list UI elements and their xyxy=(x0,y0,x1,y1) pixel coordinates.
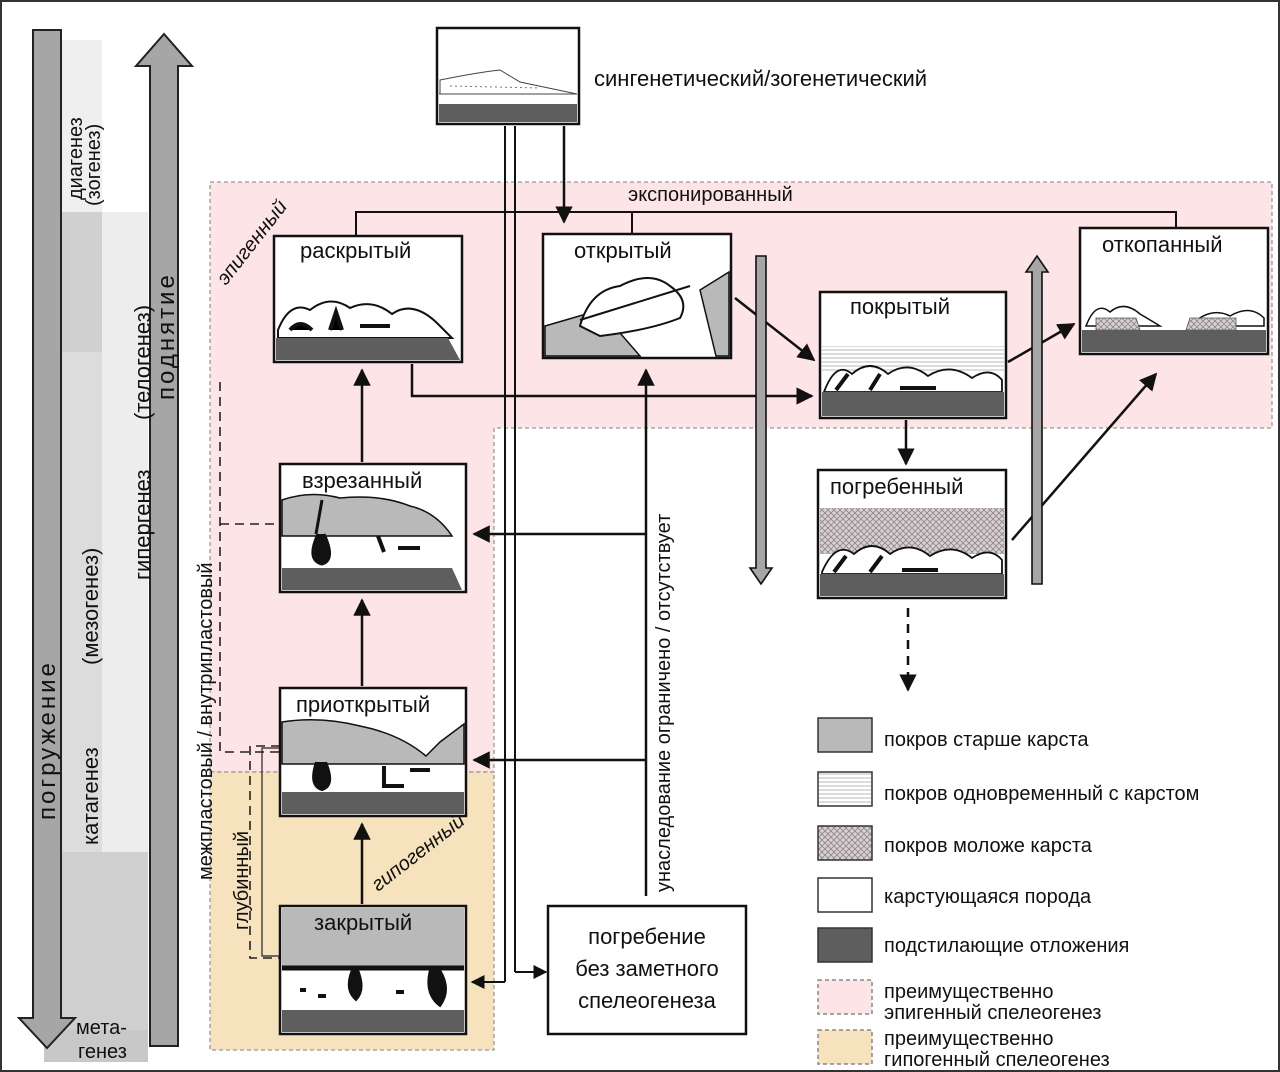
legend-swatch-hypogenic xyxy=(817,1029,873,1065)
metagenesis-label-a: мета- xyxy=(76,1017,127,1039)
box-exhumed: откопанный xyxy=(1078,226,1270,356)
legend-swatch-contemporary xyxy=(817,771,873,807)
incised-title: взрезанный xyxy=(302,468,422,493)
grey-arrows xyxy=(748,254,1050,586)
box-incised: взрезанный xyxy=(278,462,468,594)
closed-title: закрытый xyxy=(314,910,412,935)
uplift-label: поднятие xyxy=(153,272,180,400)
legend-swatch-younger xyxy=(817,825,873,861)
legend-label-contemporary: покров одновременный с карстом xyxy=(884,783,1199,805)
metagenesis-label-b: генез xyxy=(78,1041,127,1063)
legend-label-epigenic-a: преимущественно xyxy=(884,981,1053,1003)
legend-label-karst-rock: карстующаяся порода xyxy=(884,886,1092,908)
left-scale: погружение поднятие диагенез (зогенез) г… xyxy=(16,29,195,1063)
legend-label-older: покров старше карста xyxy=(884,729,1089,751)
exposed-bracket: экспонированный xyxy=(355,184,1177,236)
legend: покров старше карста покров одновременны… xyxy=(817,717,1199,1071)
legend-label-hypogenic-a: преимущественно xyxy=(884,1028,1053,1050)
legend-label-younger: покров моложе карста xyxy=(884,835,1093,857)
box-covered: покрытый xyxy=(818,290,1008,420)
hypergenesis-label: гипергенез xyxy=(130,470,155,580)
legend-swatch-karst-rock xyxy=(817,877,873,913)
subsidence-arrow xyxy=(16,29,78,1050)
buried-title: погребенный xyxy=(830,474,963,499)
eogenesis-label: (зогенез) xyxy=(83,124,105,206)
exhumed-title: откопанный xyxy=(1102,232,1222,257)
syngenetic-label: сингенетический/зогенетический xyxy=(594,66,927,91)
inheritance-label: унаследование ограничено / отсутствует xyxy=(653,514,675,892)
legend-label-hypogenic-b: гипогенный спелеогенез xyxy=(884,1049,1110,1071)
legend-label-underlying: подстилающие отложения xyxy=(884,935,1129,957)
box-closed: закрытый xyxy=(278,904,468,1036)
uplift-arrow xyxy=(133,32,195,1047)
mesogenesis-label: (мезогенез) xyxy=(78,548,103,665)
burial-line-1: погребение xyxy=(588,924,706,949)
legend-swatch-underlying xyxy=(817,927,873,963)
opened-title: раскрытый xyxy=(300,238,411,263)
partly-opened-title: приоткрытый xyxy=(296,692,430,717)
burial-box: погребение без заметного спелеогенеза xyxy=(546,904,748,1036)
telogenesis-label: (телогенез) xyxy=(130,305,155,420)
legend-label-epigenic-b: эпигенный спелеогенез xyxy=(884,1002,1101,1024)
katagenesis-label: катагенез xyxy=(78,747,103,845)
interstratal-label: межпластовый / внутрипластовый xyxy=(195,562,217,880)
syngenetic-box: сингенетический/зогенетический xyxy=(435,26,927,126)
legend-swatch-older xyxy=(817,717,873,753)
subsidence-label: погружение xyxy=(34,660,61,820)
exposed-label: экспонированный xyxy=(628,184,793,206)
legend-swatch-epigenic xyxy=(817,979,873,1015)
box-opened: раскрытый xyxy=(272,234,464,364)
deep-label: глубинный xyxy=(231,831,253,930)
box-open: открытый xyxy=(541,232,733,360)
open-title: открытый xyxy=(574,238,672,263)
box-buried: погребенный xyxy=(816,468,1008,600)
burial-line-3: спелеогенеза xyxy=(578,988,716,1013)
box-partly-opened: приоткрытый xyxy=(278,686,468,818)
covered-title: покрытый xyxy=(850,294,950,319)
burial-line-2: без заметного xyxy=(575,956,719,981)
diagenesis-label: диагенез xyxy=(65,117,87,200)
